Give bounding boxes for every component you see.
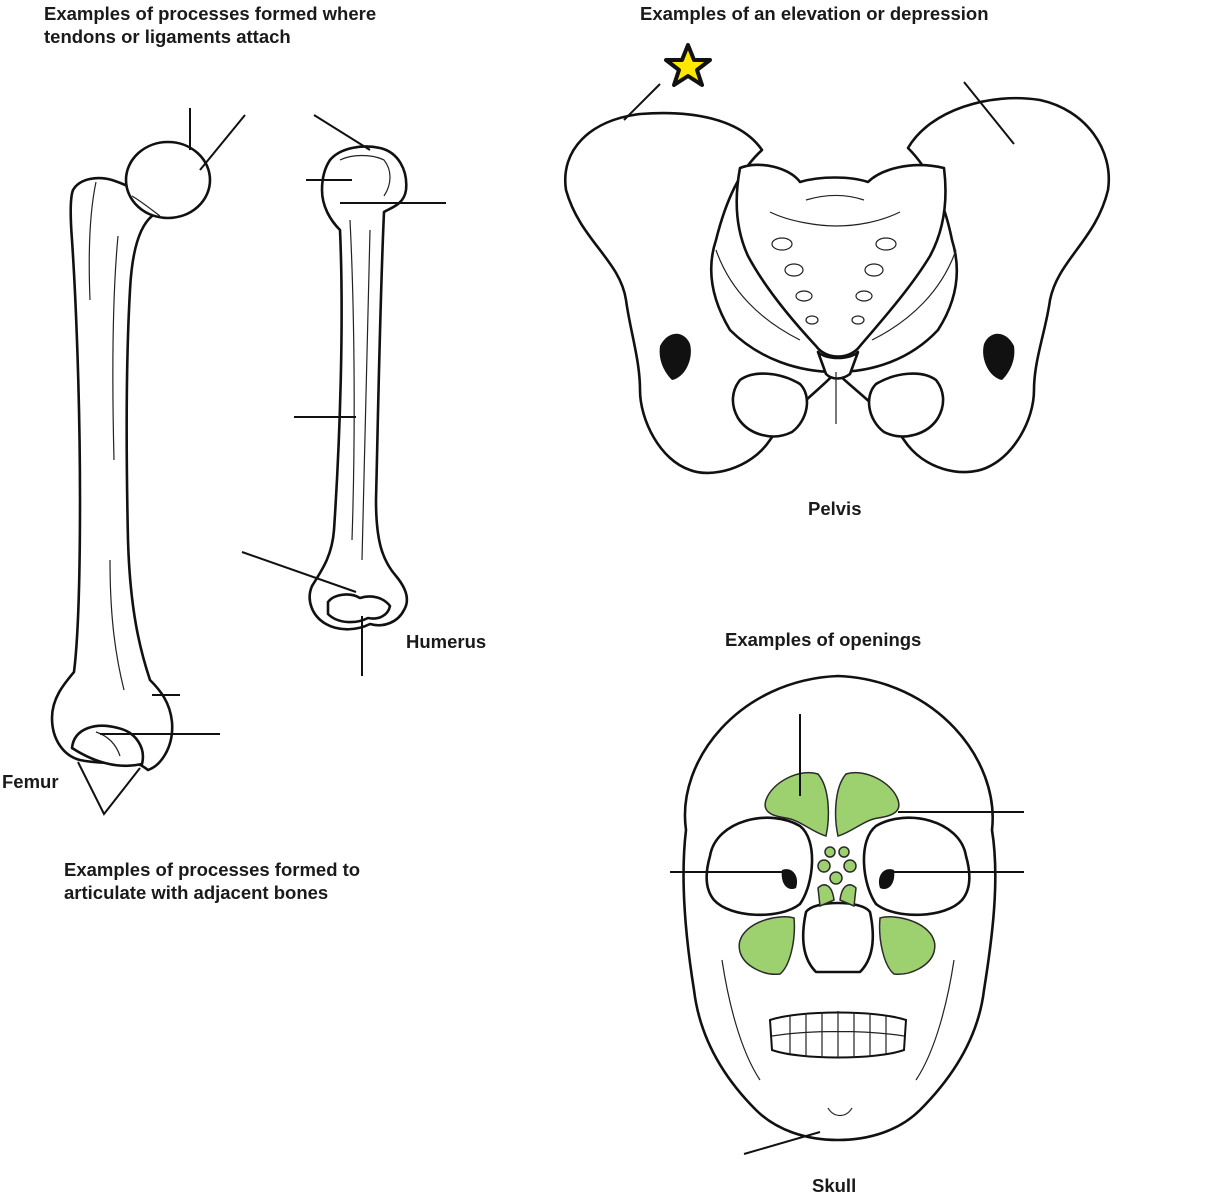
- skull-left-orbital-fissure: [781, 869, 798, 890]
- femur-illustration: [50, 108, 246, 816]
- pelvis-right-acetabulum: [983, 333, 1015, 380]
- femur-intercondylar: [95, 731, 121, 757]
- skull-right-orbit: [862, 816, 971, 917]
- skull-label: Skull: [812, 1175, 857, 1196]
- femur-neck-contour: [88, 181, 161, 691]
- femur-condyle: [70, 724, 145, 767]
- humerus-leader-head: [313, 114, 371, 151]
- skull-ethmoid-sinuses: [817, 846, 857, 908]
- skull-illustration: [670, 674, 1024, 1155]
- humerus-label: Humerus: [406, 631, 487, 652]
- femur-head: [124, 140, 212, 220]
- skull-mandible-contour: [721, 959, 955, 1117]
- femur-patella-triangle: [77, 761, 141, 816]
- pelvis-label: Pelvis: [808, 498, 862, 519]
- heading-openings: Examples of openings: [725, 629, 922, 650]
- heading-processes-attach: Examples of processes formed where tendo…: [44, 3, 377, 47]
- heading-processes-articulate: Examples of processes formed to articula…: [64, 859, 361, 903]
- humerus-head-contour: [339, 154, 391, 561]
- humerus-illustration: [241, 114, 446, 676]
- femur-leader-greater-trochanter: [199, 114, 246, 171]
- skull-frontal-sinus-right: [834, 771, 900, 837]
- pelvis-sacral-foramina: [715, 194, 957, 424]
- humerus-leader-epicondyle: [241, 551, 357, 593]
- pelvis-left-acetabulum: [659, 333, 691, 380]
- star-icon: [664, 43, 712, 87]
- pelvis-illustration: [563, 43, 1111, 475]
- skull-leader-mental-foramen: [743, 1131, 821, 1155]
- skull-maxillary-sinus-right: [878, 916, 936, 975]
- skull-left-orbit: [705, 816, 814, 917]
- pelvis-left-obturator: [731, 372, 809, 438]
- femur-shaft: [50, 176, 174, 772]
- pelvis-leader-iliac-fossa: [963, 81, 1015, 145]
- skull-teeth: [768, 1011, 908, 1059]
- humerus-trochlea: [326, 593, 392, 624]
- skull-right-orbital-fissure: [878, 869, 895, 890]
- humerus-shaft: [308, 145, 409, 631]
- skull-frontal-sinus-left: [764, 771, 830, 837]
- skull-nasal-cavity: [801, 901, 875, 974]
- heading-elevation-depression: Examples of an elevation or depression: [640, 3, 989, 24]
- pelvis-sacrum: [735, 163, 947, 358]
- femur-label: Femur: [2, 771, 59, 792]
- pelvis-right-obturator: [867, 372, 945, 438]
- pelvis-coccyx: [816, 350, 860, 380]
- pelvis-leader-iliac-crest: [623, 83, 661, 121]
- skull-maxillary-sinus-left: [738, 916, 796, 975]
